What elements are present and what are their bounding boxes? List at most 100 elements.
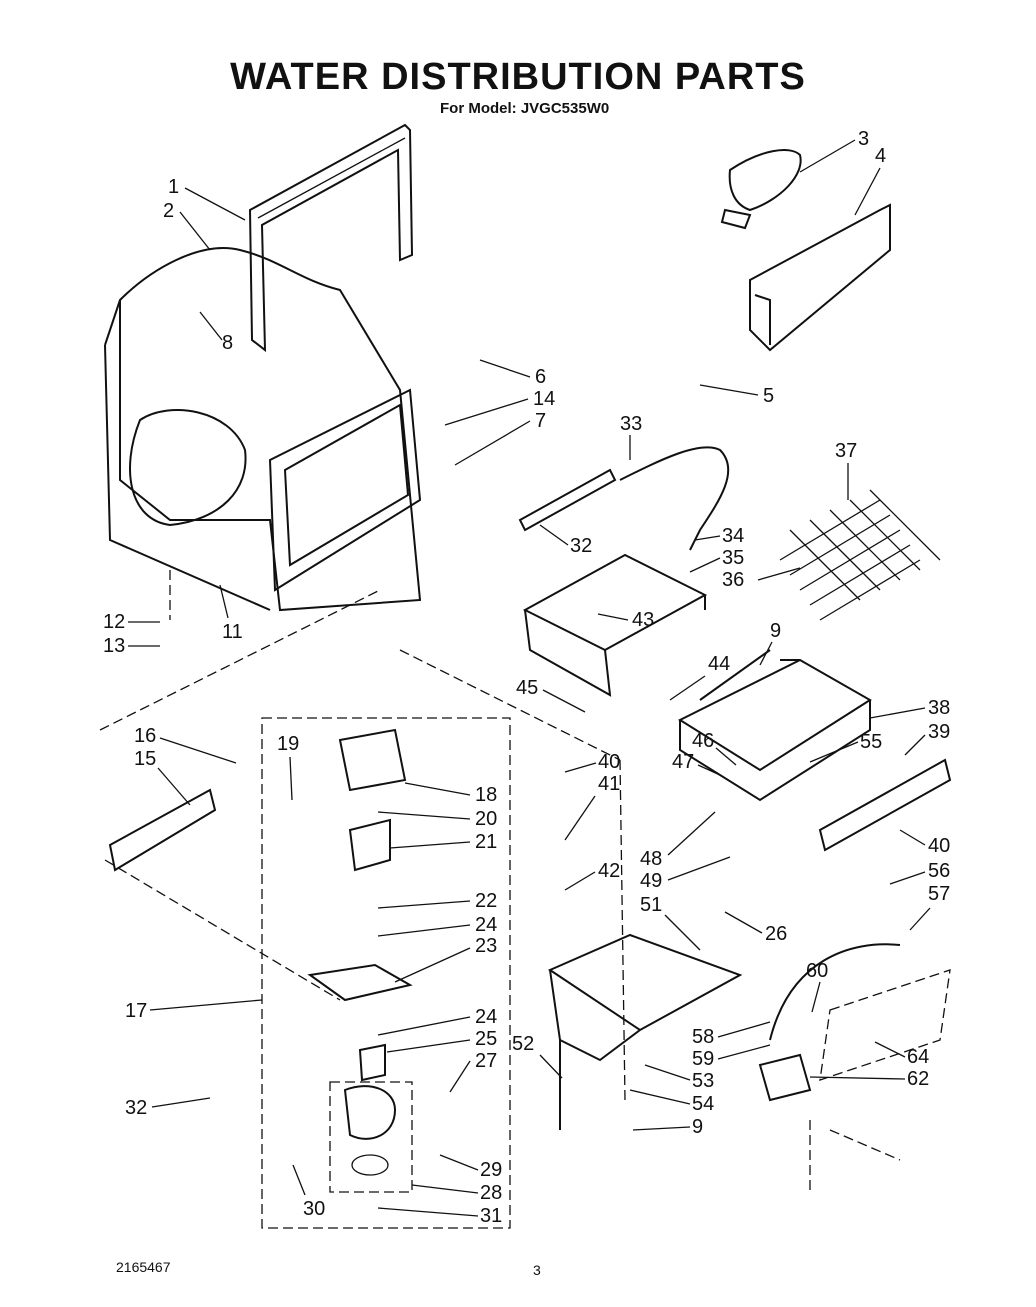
callout-2: 2 — [163, 200, 211, 251]
callout-12: 12 — [103, 611, 160, 633]
svg-text:2: 2 — [163, 200, 174, 222]
callout-44: 42 — [564, 860, 620, 891]
assembly-lines — [99, 570, 901, 1190]
callout-58: 57 — [909, 883, 950, 931]
svg-text:43: 43 — [632, 609, 654, 631]
page-title: WATER DISTRIBUTION PARTS — [230, 56, 806, 98]
page-number: 3 — [533, 1262, 541, 1278]
callout-28: 28 — [411, 1182, 502, 1204]
svg-text:33: 33 — [620, 413, 642, 435]
callout-64: 64 — [874, 1041, 929, 1068]
svg-text:49: 49 — [640, 870, 662, 892]
svg-text:4: 4 — [875, 145, 886, 167]
callout-24-upper: 24 — [377, 914, 497, 937]
evaporator-grid — [779, 489, 941, 621]
callout-29: 29 — [439, 1154, 502, 1181]
svg-text:28: 28 — [480, 1182, 502, 1204]
svg-text:12: 12 — [103, 611, 125, 633]
svg-text:18: 18 — [475, 784, 497, 806]
svg-text:36: 36 — [722, 569, 744, 591]
callout-9-upper: 9 — [759, 620, 781, 666]
callout-27: 27 — [449, 1050, 497, 1093]
callout-20: 20 — [377, 808, 497, 830]
svg-text:13: 13 — [103, 635, 125, 657]
svg-text:64: 64 — [907, 1046, 929, 1068]
svg-text:26: 26 — [765, 923, 787, 945]
svg-text:47: 47 — [672, 751, 694, 773]
callout-40: 39 — [904, 721, 950, 756]
callout-11: 11 — [219, 584, 243, 643]
callout-47: 45 — [516, 677, 586, 713]
callout-7: 7 — [454, 410, 546, 466]
model-subtitle: For Model: JVGC535W0 — [440, 100, 610, 117]
svg-text:27: 27 — [475, 1050, 497, 1072]
callout-39: 38 — [869, 697, 950, 719]
svg-text:51: 51 — [640, 894, 662, 916]
svg-text:29: 29 — [480, 1159, 502, 1181]
callout-19: 19 — [277, 733, 299, 801]
svg-text:19: 19 — [277, 733, 299, 755]
callout-54: 53 — [644, 1064, 714, 1092]
callout-30: 30 — [292, 1164, 325, 1220]
document-number: 2165467 — [116, 1259, 171, 1275]
svg-text:48: 48 — [640, 848, 662, 870]
svg-text:5: 5 — [763, 385, 774, 407]
svg-text:32: 32 — [570, 535, 592, 557]
callout-9-lower: 9 — [632, 1116, 703, 1138]
callout-33: 32 — [539, 524, 592, 557]
svg-text:37: 37 — [835, 440, 857, 462]
svg-text:53: 53 — [692, 1070, 714, 1092]
svg-text:38: 38 — [928, 697, 950, 719]
svg-text:62: 62 — [907, 1068, 929, 1090]
svg-text:15: 15 — [134, 748, 156, 770]
callout-52: 51 — [640, 894, 701, 951]
callout-23: 23 — [394, 935, 497, 983]
callout-25: 25 — [386, 1028, 497, 1053]
callout-50: 48 — [640, 811, 716, 870]
callout-14: 14 — [444, 388, 555, 426]
svg-text:16: 16 — [134, 725, 156, 747]
callout-61: 60 — [806, 960, 828, 1013]
callout-15: 15 — [134, 748, 191, 806]
svg-text:22: 22 — [475, 890, 497, 912]
callout-3: 3 — [799, 128, 869, 173]
callout-55: 54 — [629, 1089, 714, 1115]
callout-51: 49 — [640, 856, 731, 892]
callout-34: 33 — [620, 413, 642, 460]
callout-22: 22 — [377, 890, 497, 912]
tube-and-hose — [518, 446, 730, 551]
svg-text:17: 17 — [125, 1000, 147, 1022]
callout-5: 5 — [699, 384, 774, 407]
svg-text:14: 14 — [533, 388, 555, 410]
callout-43: 41 — [564, 773, 620, 841]
shelf-cover — [749, 203, 891, 352]
svg-text:58: 58 — [692, 1026, 714, 1048]
callout-13: 13 — [103, 635, 160, 657]
svg-text:7: 7 — [535, 410, 546, 432]
callout-1: 1 — [168, 176, 246, 221]
door-frame — [248, 123, 414, 353]
callout-49: 47 — [672, 751, 721, 776]
svg-text:6: 6 — [535, 366, 546, 388]
pump-assembly-box — [261, 717, 511, 1229]
callout-60: 59 — [692, 1044, 771, 1070]
ice-tray — [522, 553, 708, 697]
svg-text:55: 55 — [860, 731, 882, 753]
callout-21: 21 — [389, 831, 497, 853]
callout-36: 35 — [689, 547, 744, 573]
svg-text:34: 34 — [722, 525, 744, 547]
svg-text:31: 31 — [480, 1205, 502, 1227]
svg-text:1: 1 — [168, 176, 179, 198]
side-plate — [818, 758, 952, 852]
svg-text:3: 3 — [858, 128, 869, 150]
ice-bin-frame — [677, 649, 872, 802]
bracket-left — [108, 788, 217, 872]
callout-56: 55 — [809, 731, 882, 763]
callout-17: 17 — [125, 999, 263, 1022]
svg-text:25: 25 — [475, 1028, 497, 1050]
callout-26: 26 — [724, 911, 787, 945]
callout-31: 31 — [377, 1205, 502, 1227]
svg-text:11: 11 — [222, 621, 243, 643]
callout-16: 16 — [134, 725, 237, 764]
svg-text:24: 24 — [475, 1006, 497, 1028]
